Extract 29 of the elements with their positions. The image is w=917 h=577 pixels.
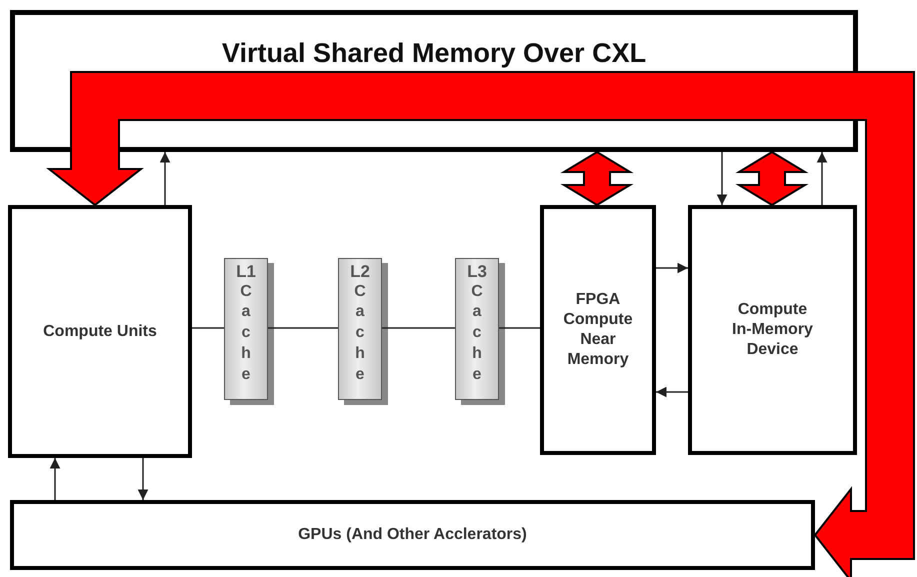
cache-label: Cache (470, 282, 484, 385)
arrow (50, 458, 60, 500)
title-label: Virtual Shared Memory Over CXL (220, 37, 648, 70)
double-arrow (46, 71, 915, 577)
connector-line (499, 327, 540, 329)
arrow (656, 262, 688, 274)
cache-level-label: L1 (236, 263, 256, 282)
box-label: FPGA Compute Near Memory (562, 290, 634, 370)
cache-label: Cache (353, 282, 367, 385)
box-label: GPUs (And Other Acclerators) (297, 525, 528, 545)
connector-line (268, 327, 338, 329)
process-box (688, 205, 857, 455)
process-box (540, 205, 656, 455)
arrow (716, 152, 728, 205)
double-arrow (735, 150, 809, 206)
cache-level-label: L2 (350, 263, 370, 282)
connector-line (192, 327, 224, 329)
arrow (816, 152, 828, 205)
cache-label: Cache (239, 282, 253, 385)
process-box (8, 205, 192, 458)
double-arrow (560, 150, 634, 206)
arrow (160, 152, 170, 205)
connector-line (382, 327, 455, 329)
arrow (656, 386, 688, 398)
arrow (138, 458, 148, 500)
box-label: Compute Units (42, 322, 158, 342)
cache-level-label: L3 (467, 263, 487, 282)
accelerator-bar (10, 500, 815, 570)
box-label: Compute In-Memory Device (731, 300, 814, 360)
